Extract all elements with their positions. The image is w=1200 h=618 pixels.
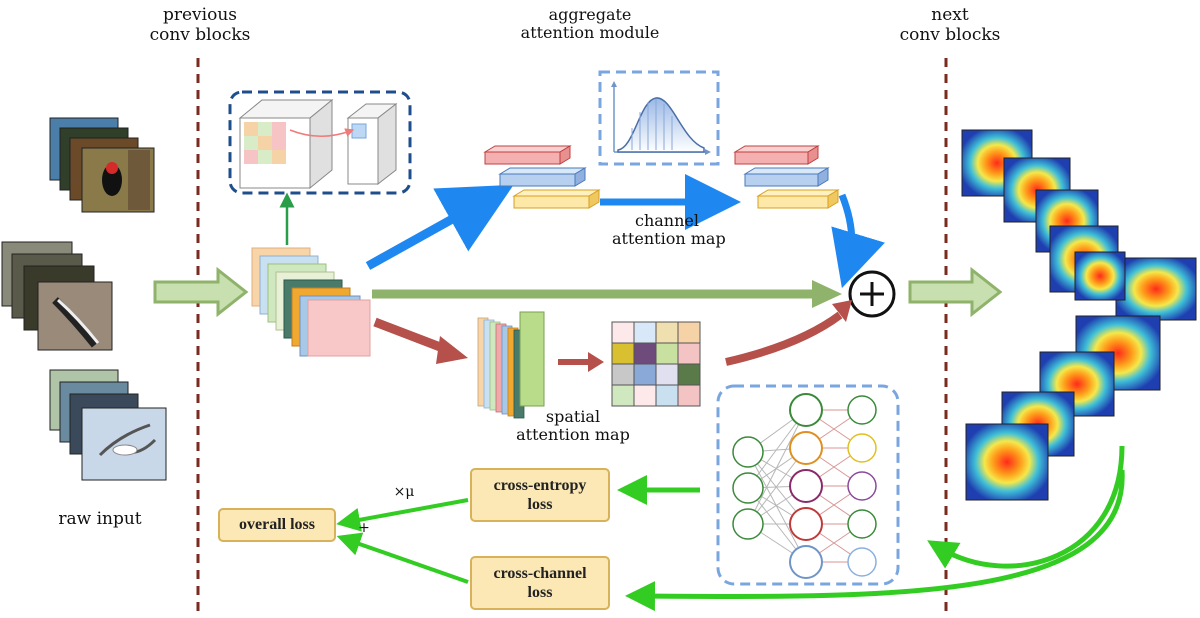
next-conv-blocks-label: next conv blocks	[890, 5, 1010, 45]
output-arrow	[908, 266, 1003, 318]
red-curve-to-sum	[725, 311, 843, 366]
previous-label-line2: conv blocks	[149, 24, 251, 45]
previous-conv-blocks-label: previous conv blocks	[140, 5, 260, 45]
feature-zoom-box	[228, 90, 412, 195]
classifier-box	[716, 384, 900, 586]
cross-entropy-loss-box: cross-entropy loss	[470, 468, 610, 522]
slice-link-arrow	[289, 128, 355, 137]
heatmap-stack-bottom	[965, 315, 1161, 501]
previous-label-line1: previous	[162, 5, 238, 25]
green-arrow-cc-to-overall	[336, 532, 469, 584]
spatial-label-line2: attention map	[516, 425, 630, 445]
aggregate-label-line2: attention module	[520, 23, 660, 43]
overall-loss-box: overall loss	[218, 508, 336, 542]
green-curve-to-cc-loss	[625, 469, 1125, 612]
spatial-label-line1: spatial	[545, 407, 601, 426]
cross-entropy-line2: loss	[527, 496, 553, 513]
channel-label-line1: channel	[635, 211, 699, 230]
raw-input-stack-1	[49, 117, 155, 213]
green-curve-to-classifier	[927, 445, 1125, 569]
classifier-network	[732, 393, 877, 579]
input-arrow	[153, 266, 249, 318]
channel-attention-map-label: channel attention map	[612, 211, 726, 249]
heatmap-stack-top	[961, 129, 1197, 321]
distribution-box	[598, 70, 720, 166]
feature-map-stack	[251, 247, 371, 357]
spatial-attention-grid	[611, 321, 701, 407]
cross-channel-loss-box: cross-channel loss	[470, 556, 610, 610]
raw-input-stack-2	[1, 241, 113, 351]
feature-cube	[238, 98, 334, 190]
cross-entropy-line1: cross-entropy	[493, 476, 587, 494]
cross-channel-line1: cross-channel	[493, 564, 587, 582]
channel-label-line2: attention map	[612, 229, 726, 249]
cross-channel-line2: loss	[527, 584, 553, 601]
blue-curve-to-sum	[831, 193, 885, 289]
spatial-feature-stack	[477, 311, 545, 419]
channel-bars-left	[483, 145, 601, 209]
main-green-arrowhead	[812, 280, 842, 308]
mu-factor-label: ×μ	[393, 484, 415, 500]
feature-slice	[346, 102, 398, 186]
channel-bars-right	[733, 145, 840, 209]
raw-input-label: raw input	[58, 509, 142, 529]
distribution-chart	[611, 81, 711, 155]
plus-sign-label: +	[358, 520, 370, 536]
blue-arrow-to-channel	[365, 184, 514, 270]
next-label-line1: next	[931, 5, 969, 25]
green-arrow-ce-to-overall	[336, 498, 469, 532]
raw-input-stack-3	[49, 369, 167, 481]
aggregate-attention-module-label: aggregate attention module	[500, 5, 680, 43]
next-label-line2: conv blocks	[899, 24, 1001, 45]
spatial-attention-map-label: spatial attention map	[508, 407, 638, 445]
aggregate-label-line1: aggregate	[548, 5, 632, 24]
red-arrow-to-spatial	[373, 317, 450, 355]
